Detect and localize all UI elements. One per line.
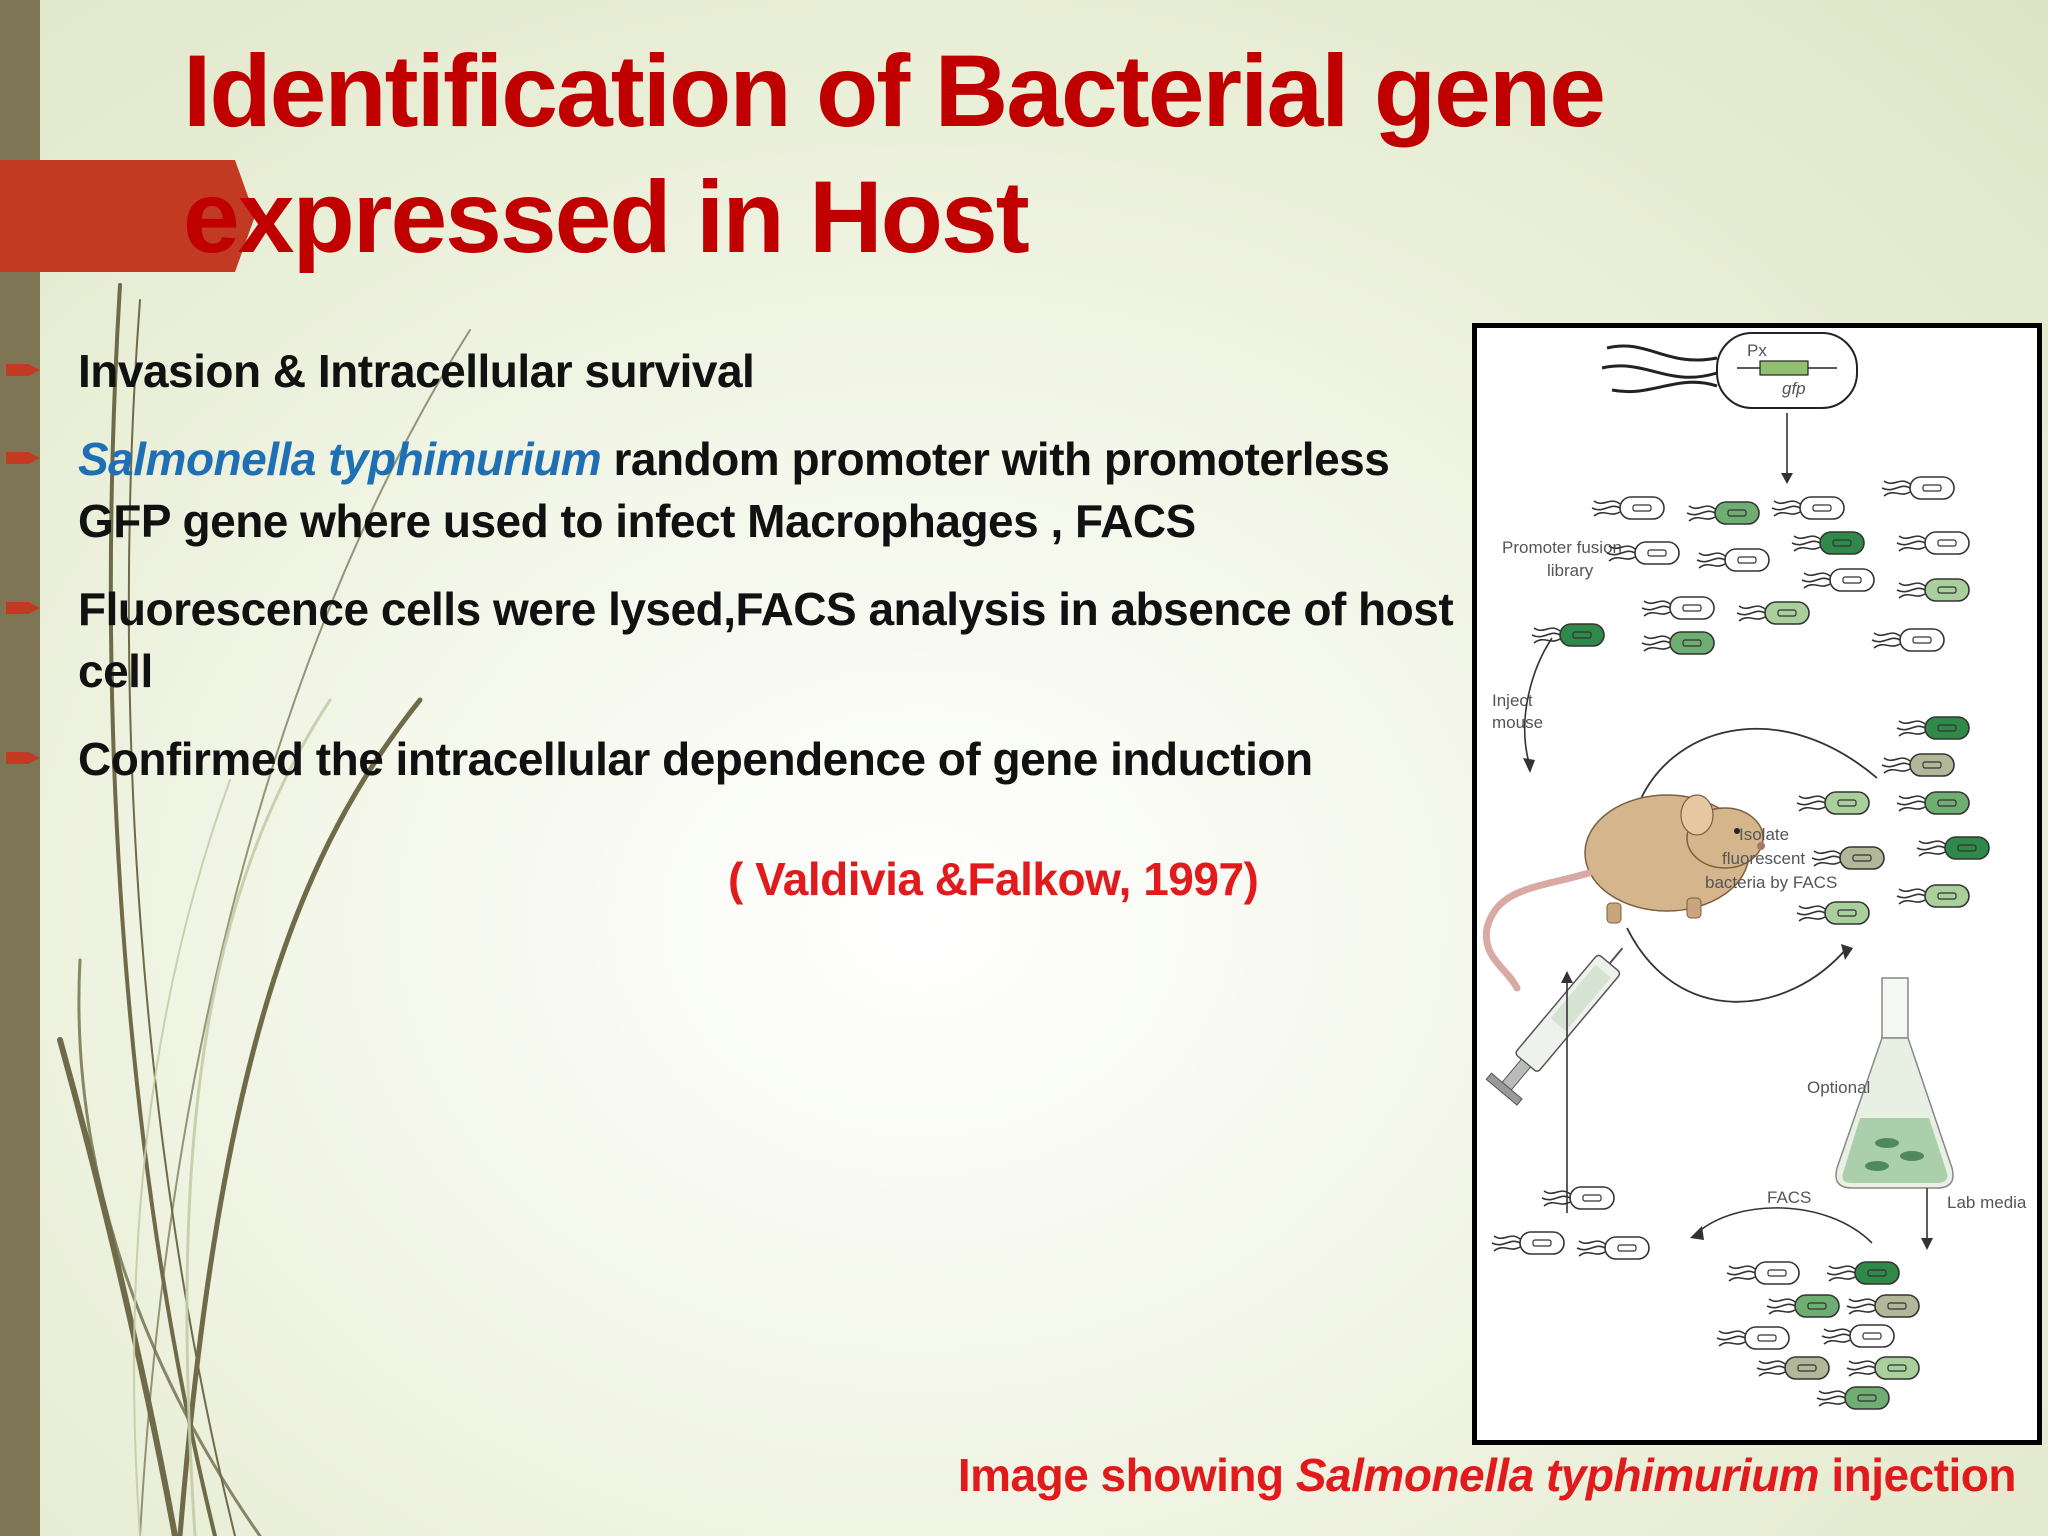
svg-text:mouse: mouse	[1492, 713, 1543, 732]
bullet-text: random promoter with promoterless GFP ge…	[78, 433, 1390, 547]
title-accent-tab	[0, 160, 255, 272]
flask-icon	[1835, 977, 1954, 1189]
species-name: Salmonella typhimurium	[78, 433, 602, 485]
slide-title: Identification of Bacterial gene express…	[183, 34, 1606, 274]
bacterium-icon	[1796, 716, 1990, 925]
caption-species: Salmonella typhimurium	[1295, 1449, 1820, 1501]
svg-text:Optional: Optional	[1807, 1078, 1870, 1097]
plasmid-icon: Px gfp	[1601, 332, 1858, 409]
caption-prefix: Image showing	[957, 1449, 1296, 1501]
bullet-item: Confirmed the intracellular dependence o…	[0, 728, 1470, 790]
bullet-item: Invasion & Intracellular survival	[0, 340, 1470, 402]
bacterium-icon	[1531, 476, 1970, 655]
mouse-icon	[1482, 794, 1765, 992]
caption-suffix: injection	[1819, 1449, 2016, 1501]
bacterium-icon	[1491, 1186, 1650, 1260]
syringe-icon	[1485, 947, 1624, 1106]
svg-text:Promoter fusion: Promoter fusion	[1502, 538, 1622, 557]
svg-text:FACS: FACS	[1767, 1188, 1811, 1207]
bullet-text: Fluorescence cells were lysed,FACS analy…	[78, 583, 1454, 697]
bullet-text: Confirmed the intracellular dependence o…	[78, 733, 1313, 785]
svg-text:Lab media: Lab media	[1947, 1193, 2027, 1212]
svg-text:Isolate: Isolate	[1739, 825, 1789, 844]
figure-image: Px gfp Promoter fusion library Inj	[1472, 323, 2042, 1445]
svg-text:Inject: Inject	[1492, 691, 1533, 710]
bacterium-icon	[1716, 1261, 1920, 1410]
svg-text:bacteria by FACS: bacteria by FACS	[1705, 873, 1837, 892]
citation: ( Valdivia &Falkow, 1997)	[728, 853, 1259, 905]
svg-text:library: library	[1547, 561, 1594, 580]
bullet-item: Salmonella typhimurium random promoter w…	[0, 428, 1470, 552]
svg-text:gfp: gfp	[1782, 379, 1806, 398]
arrow-bullet-icon	[6, 752, 40, 764]
bullet-text: Invasion & Intracellular survival	[78, 345, 755, 397]
svg-text:fluorescent: fluorescent	[1722, 849, 1805, 868]
image-caption: Image showing Salmonella typhimurium inj…	[957, 1448, 2017, 1502]
svg-text:Px: Px	[1747, 341, 1767, 360]
arrow-bullet-icon	[6, 452, 40, 464]
bullet-list: Invasion & Intracellular survival Salmon…	[0, 340, 1470, 816]
gfp-screening-diagram: Px gfp Promoter fusion library Inj	[1482, 332, 2027, 1410]
bullet-item: Fluorescence cells were lysed,FACS analy…	[0, 578, 1470, 702]
arrow-bullet-icon	[6, 602, 40, 614]
arrow-bullet-icon	[6, 364, 40, 376]
